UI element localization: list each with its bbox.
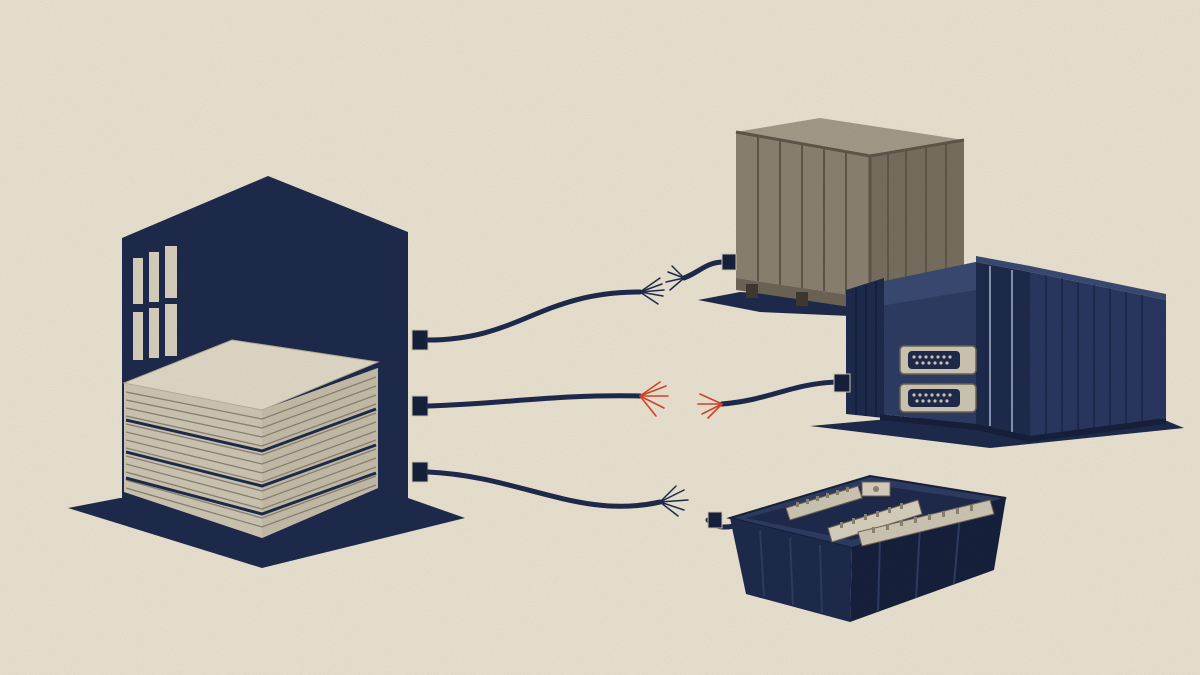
illustration-scene bbox=[0, 0, 1200, 675]
illustration-canvas bbox=[0, 0, 1200, 675]
paper-texture bbox=[0, 0, 1200, 675]
